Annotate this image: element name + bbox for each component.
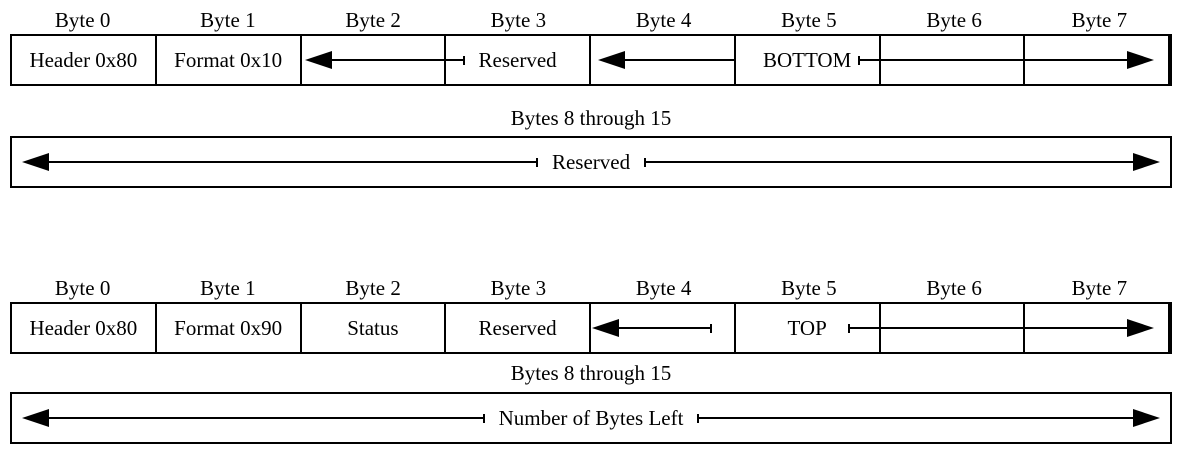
byte-header-4: Byte 4: [635, 8, 692, 32]
cell-byte7: [1025, 36, 1170, 84]
byte-header-row: Byte 0 Byte 1 Byte 2 Byte 3 Byte 4 Byte …: [10, 8, 1172, 33]
arrowhead-right-icon: [1133, 153, 1161, 171]
cell-byte3: Reserved: [446, 36, 591, 84]
arrow-line: [49, 417, 483, 419]
bytes-8-15-label: Bytes 8 through 15: [510, 106, 672, 130]
cell-byte4: [591, 304, 736, 352]
arrowhead-left-icon: [22, 409, 49, 427]
byte-header-6: Byte 6: [926, 276, 982, 300]
reserved-span-left-arrow: [305, 51, 465, 69]
arrow-tick: [535, 157, 538, 167]
arrow-line: [49, 161, 536, 163]
byte-header-2: Byte 2: [345, 8, 401, 32]
range-value: Reserved: [551, 149, 631, 174]
cell-byte0: Header 0x80: [12, 304, 157, 352]
arrowhead-right-icon: [1127, 51, 1154, 69]
arrowhead-left-icon: [305, 51, 332, 69]
arrow-line: [860, 59, 1127, 61]
byte-header-5: Byte 5: [781, 8, 837, 32]
arrow-tick: [697, 413, 700, 423]
byte-header-7: Byte 7: [1071, 8, 1128, 32]
cell-byte0: Header 0x80: [12, 36, 157, 84]
byte-header-0: Byte 0: [54, 8, 111, 32]
top-format-section: Byte 0 Byte 1 Byte 2 Byte 3 Byte 4 Byte …: [10, 276, 1172, 444]
arrow-tick: [848, 323, 850, 333]
arrow-tick: [858, 55, 860, 65]
byte-header-4: Byte 4: [635, 276, 692, 300]
bottom-span-right-arrow: [858, 51, 1154, 69]
byte-header-2: Byte 2: [345, 276, 401, 300]
arrow-line: [699, 417, 1133, 419]
arrow-line: [625, 59, 734, 61]
byte-header-0: Byte 0: [54, 276, 111, 300]
byte-header-1: Byte 1: [200, 8, 256, 32]
arrow-line: [646, 161, 1134, 163]
arrow-line: [332, 59, 463, 61]
byte-header-3: Byte 3: [490, 8, 547, 32]
top-span-right-arrow: [848, 319, 1154, 337]
bottom-span-left-arrow: [598, 51, 736, 69]
byte-header-row: Byte 0 Byte 1 Byte 2 Byte 3 Byte 4 Byte …: [10, 276, 1172, 301]
arrowhead-right-icon: [1127, 319, 1154, 337]
cell-byte1: Format 0x90: [157, 304, 302, 352]
byte-header-6: Byte 6: [926, 8, 982, 32]
cell-byte7: [1025, 304, 1170, 352]
arrow-tick: [463, 55, 465, 65]
arrowhead-left-icon: [592, 319, 619, 337]
arrow-line: [850, 327, 1127, 329]
bytes-8-15-box: Reserved: [10, 136, 1172, 188]
bottom-format-section: Byte 0 Byte 1 Byte 2 Byte 3 Byte 4 Byte …: [10, 8, 1172, 188]
arrowhead-right-icon: [1133, 409, 1160, 427]
arrow-tick: [734, 55, 736, 65]
left-arrow: [22, 153, 538, 171]
cell-byte1: Format 0x10: [157, 36, 302, 84]
right-arrow: [644, 153, 1161, 171]
byte-header-7: Byte 7: [1071, 276, 1128, 300]
range-value: Number of Bytes Left: [498, 405, 684, 430]
byte-header-3: Byte 3: [490, 276, 547, 300]
arrow-tick: [644, 157, 647, 167]
bytes-8-15-box: Number of Bytes Left: [10, 392, 1172, 444]
top-span-left-arrow: [592, 319, 712, 337]
arrow-tick: [710, 323, 712, 333]
bytes-8-15-label: Bytes 8 through 15: [510, 361, 672, 385]
arrow-tick: [482, 413, 485, 423]
arrowhead-left-icon: [598, 51, 625, 69]
byte-row: Header 0x80 Format 0x90 Status Reserved …: [10, 302, 1172, 354]
byte-row: Header 0x80 Format 0x10 Reserved BOTTOM: [10, 34, 1172, 86]
byte-header-5: Byte 5: [781, 276, 837, 300]
cell-byte2: Status: [302, 304, 447, 352]
right-arrow: [697, 409, 1160, 427]
arrowhead-left-icon: [22, 153, 49, 171]
cell-byte3: Reserved: [446, 304, 591, 352]
byte-header-1: Byte 1: [200, 276, 256, 300]
left-arrow: [22, 409, 485, 427]
arrow-line: [619, 327, 710, 329]
